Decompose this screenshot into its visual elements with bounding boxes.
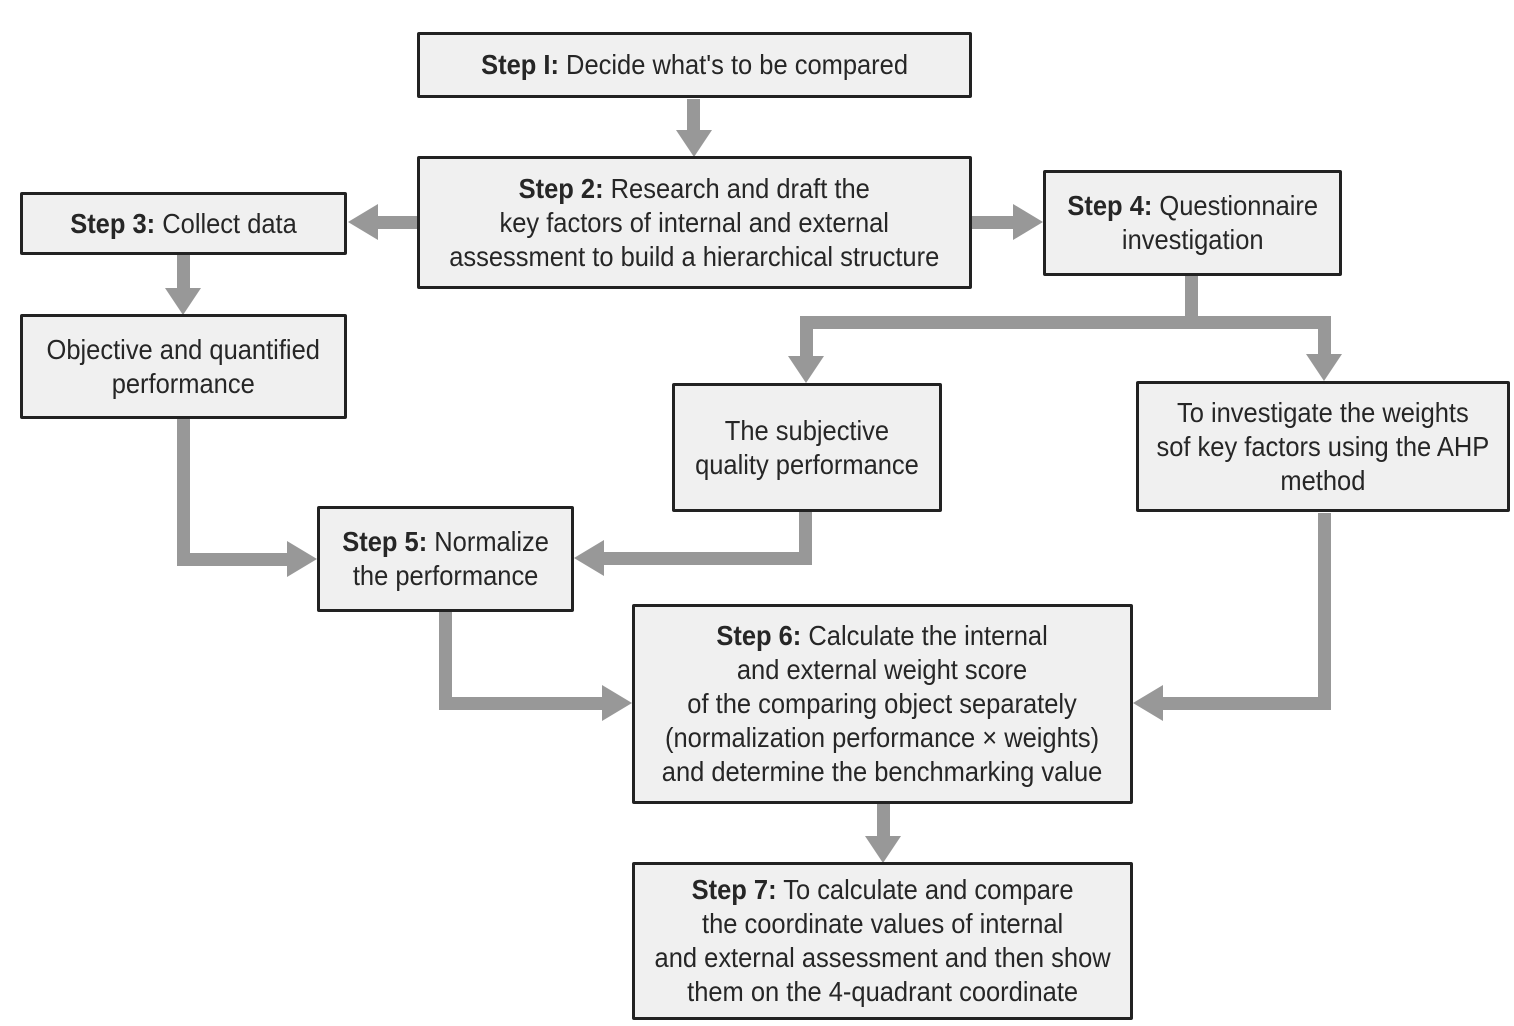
step2-line2: key factors of internal and external xyxy=(499,206,890,238)
arrow-branch-to-weights-head xyxy=(1306,354,1342,381)
step1-label: Step I: xyxy=(481,49,559,80)
arrow-step5-to-step6-head xyxy=(602,685,632,721)
step5-text: Step 5: Normalize the performance xyxy=(342,525,549,593)
arrow-weights-to-step6-head xyxy=(1133,685,1163,721)
weights-line3: method xyxy=(1280,464,1366,496)
arrow-objective-to-step5-hshaft xyxy=(177,553,287,566)
arrow-objective-to-step5-head xyxy=(287,541,317,577)
step5-box: Step 5: Normalize the performance xyxy=(317,506,574,612)
arrow-branch-to-subjective-head xyxy=(788,356,824,383)
step6-line3: of the comparing object separately xyxy=(687,688,1078,719)
arrow-step3-to-objective-shaft xyxy=(177,255,190,288)
subjective-line2: quality performance xyxy=(695,448,919,480)
arrow-branch-to-weights-shaft xyxy=(1318,329,1331,354)
arrow-weights-to-step6-vshaft xyxy=(1318,513,1331,710)
arrow-branch-to-subjective-shaft xyxy=(800,329,813,356)
objective-line1: Objective and quantified xyxy=(46,333,321,365)
step2-box: Step 2: Research and draft the key facto… xyxy=(417,156,972,289)
arrow-step1-to-step2-shaft xyxy=(687,99,700,130)
arrow-step4-branch-bar xyxy=(800,316,1331,329)
step7-line4: them on the 4-quadrant coordinate xyxy=(687,976,1078,1007)
arrow-subjective-to-step5-head xyxy=(574,540,604,576)
step7-line3: and external assessment and then show xyxy=(654,942,1111,973)
objective-performance-box: Objective and quantified performance xyxy=(20,314,347,419)
step3-box: Step 3: Collect data xyxy=(20,192,347,255)
step7-line2: the coordinate values of internal xyxy=(701,908,1064,939)
arrow-step2-to-step3-shaft xyxy=(378,216,417,229)
step7-label: Step 7: xyxy=(691,874,777,905)
step7-box: Step 7: To calculate and compare the coo… xyxy=(632,862,1133,1020)
subjective-performance-text: The subjective quality performance xyxy=(695,414,919,482)
step6-box: Step 6: Calculate the internal and exter… xyxy=(632,604,1133,804)
step6-line5: and determine the benchmarking value xyxy=(662,756,1103,787)
step3-line1: Collect data xyxy=(155,207,297,239)
step4-box: Step 4: Questionnaire investigation xyxy=(1043,170,1342,276)
subjective-line1: The subjective xyxy=(724,414,890,446)
arrow-subjective-to-step5-vshaft xyxy=(799,512,812,565)
step6-line1: Calculate the internal xyxy=(801,620,1049,651)
arrow-subjective-to-step5-hshaft xyxy=(604,552,812,565)
step2-text: Step 2: Research and draft the key facto… xyxy=(449,172,939,274)
weights-line2: sof key factors using the AHP xyxy=(1156,430,1490,462)
arrow-step6-to-step7-shaft xyxy=(877,804,890,836)
arrow-step4-branch-stub xyxy=(1185,276,1198,316)
weights-line1: To investigate the weights xyxy=(1177,396,1469,428)
step5-line2: the performance xyxy=(352,560,539,591)
step1-text: Step I: Decide what's to be compared xyxy=(481,48,908,82)
step6-line4: (normalization performance × weights) xyxy=(665,722,1100,753)
step2-line1: Research and draft the xyxy=(603,172,871,204)
step1-box: Step I: Decide what's to be compared xyxy=(417,32,972,98)
ahp-weights-box: To investigate the weights sof key facto… xyxy=(1136,381,1510,512)
step3-label: Step 3: xyxy=(70,207,156,239)
arrow-step2-to-step4-shaft xyxy=(972,216,1013,229)
arrow-weights-to-step6-hshaft xyxy=(1163,697,1331,710)
arrow-step3-to-objective-head xyxy=(165,288,201,315)
subjective-performance-box: The subjective quality performance xyxy=(672,383,942,512)
arrow-step6-to-step7-head xyxy=(865,836,901,863)
step4-line2: investigation xyxy=(1121,224,1264,255)
step2-label: Step 2: xyxy=(518,172,604,204)
step7-text: Step 7: To calculate and compare the coo… xyxy=(654,873,1110,1009)
step3-text: Step 3: Collect data xyxy=(70,207,297,241)
step6-line2: and external weight score xyxy=(737,654,1028,685)
step7-line1: To calculate and compare xyxy=(776,874,1074,905)
step5-label: Step 5: xyxy=(342,526,428,557)
step6-text: Step 6: Calculate the internal and exter… xyxy=(662,619,1103,789)
step6-label: Step 6: xyxy=(716,620,802,651)
step4-label: Step 4: xyxy=(1067,190,1153,221)
step5-line1: Normalize xyxy=(427,526,549,557)
arrow-step2-to-step4-head xyxy=(1013,204,1043,240)
arrow-step2-to-step3-head xyxy=(348,204,378,240)
objective-performance-text: Objective and quantified performance xyxy=(47,333,320,401)
step2-line3: assessment to build a hierarchical struc… xyxy=(449,240,940,272)
step4-text: Step 4: Questionnaire investigation xyxy=(1067,189,1318,257)
arrow-step5-to-step6-hshaft xyxy=(439,697,602,710)
step4-line1: Questionnaire xyxy=(1152,190,1318,221)
objective-line2: performance xyxy=(111,367,256,399)
arrow-objective-to-step5-vshaft xyxy=(177,419,190,566)
arrow-step1-to-step2-head xyxy=(676,130,712,157)
arrow-step5-to-step6-vshaft xyxy=(439,612,452,710)
step1-line1: Decide what's to be compared xyxy=(558,49,908,80)
ahp-weights-text: To investigate the weights sof key facto… xyxy=(1157,396,1490,498)
